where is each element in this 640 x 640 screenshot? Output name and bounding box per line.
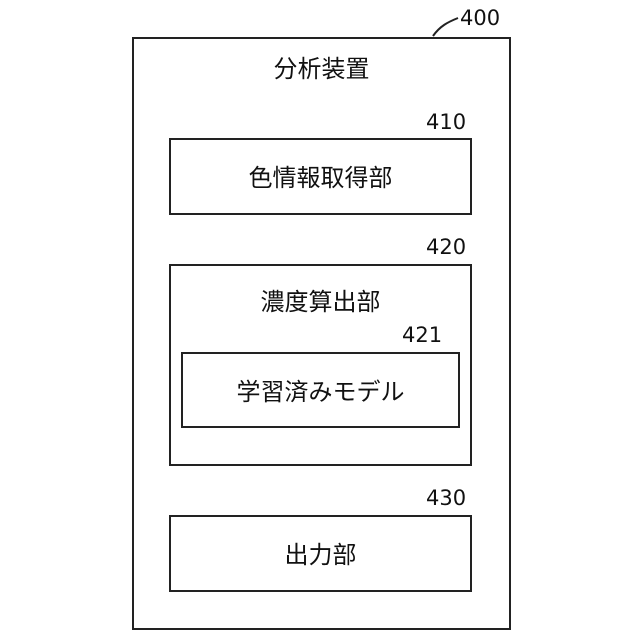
color-info-acquisition-label: 色情報取得部 xyxy=(171,166,470,190)
ref-430: 430 xyxy=(426,488,466,509)
output-label: 出力部 xyxy=(171,543,470,567)
trained-model-label: 学習済みモデル xyxy=(183,380,458,404)
ref-400: 400 xyxy=(460,8,500,29)
ref-410: 410 xyxy=(426,112,466,133)
ref-420: 420 xyxy=(426,237,466,258)
concentration-calc-label: 濃度算出部 xyxy=(171,290,470,314)
analysis-device-label: 分析装置 xyxy=(134,57,509,81)
trained-model-box: 学習済みモデル xyxy=(181,352,460,428)
leader-400 xyxy=(433,18,458,36)
ref-421: 421 xyxy=(402,325,442,346)
output-box: 出力部 xyxy=(169,515,472,592)
color-info-acquisition-box: 色情報取得部 xyxy=(169,138,472,215)
